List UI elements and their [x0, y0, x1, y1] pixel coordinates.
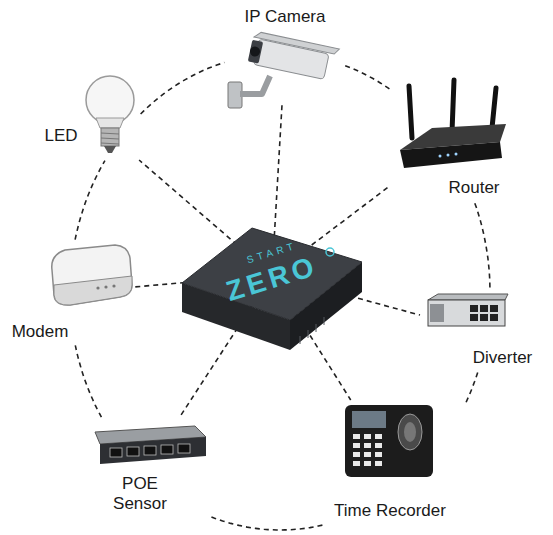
diverter-icon	[428, 294, 508, 326]
dashed-ring-arc	[345, 66, 389, 89]
modem-icon	[52, 245, 132, 305]
dashed-spoke	[139, 160, 237, 245]
device-node: Time Recorder	[315, 400, 465, 525]
dashed-ring-arc	[475, 203, 490, 291]
led-bulb-icon	[86, 76, 134, 153]
dashed-ring-arc	[211, 517, 323, 530]
dashed-spoke	[312, 186, 390, 245]
time-recorder-icon	[345, 405, 433, 477]
dashed-ring-arc	[465, 372, 478, 404]
device-label: Time Recorder	[315, 501, 465, 521]
central-device-icon	[182, 228, 362, 350]
device-label: POE Sensor	[105, 474, 175, 514]
device-node: LED	[40, 75, 140, 160]
device-label: LED	[40, 126, 82, 146]
device-label: Diverter	[460, 348, 545, 368]
dashed-spoke	[274, 105, 282, 245]
poe-switch-icon	[95, 426, 206, 464]
device-node: IP Camera	[225, 5, 345, 105]
device-label: Router	[438, 178, 510, 198]
device-label: IP Camera	[225, 7, 345, 27]
hub-device: STARTZERO	[212, 245, 332, 305]
dashed-ring-arc	[75, 345, 101, 417]
device-label: Modem	[5, 322, 75, 342]
dashed-ring-arc	[141, 63, 225, 115]
router-icon	[400, 80, 506, 168]
device-node: POE Sensor	[80, 418, 210, 523]
device-node: Router	[390, 78, 510, 203]
ip-camera-icon	[228, 31, 339, 108]
dashed-ring-arc	[75, 161, 105, 240]
device-node: Modem	[5, 240, 135, 345]
device-node: Diverter	[420, 292, 545, 372]
